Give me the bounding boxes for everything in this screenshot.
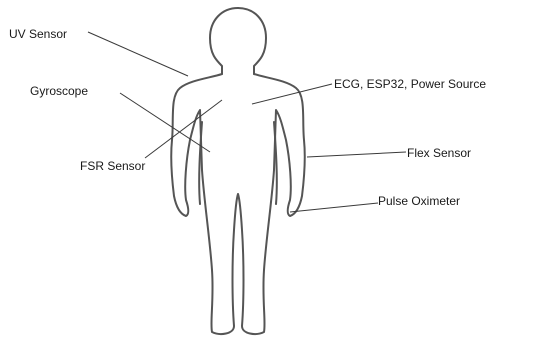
leader-line-pulse	[290, 203, 378, 212]
body-head-neck	[210, 8, 238, 74]
leader-line-uv	[88, 32, 188, 76]
label-fsr-sensor: FSR Sensor	[80, 159, 145, 173]
label-gyroscope: Gyroscope	[30, 84, 88, 98]
label-uv-sensor: UV Sensor	[9, 27, 67, 41]
leader-lines	[88, 32, 406, 212]
label-flex-sensor: Flex Sensor	[407, 146, 471, 160]
leader-line-flex	[307, 152, 406, 157]
body-head-neck-right	[238, 8, 266, 74]
leader-line-ecg	[252, 84, 332, 104]
label-ecg-esp32-power: ECG, ESP32, Power Source	[334, 77, 486, 91]
body-silhouette	[171, 74, 305, 334]
human-body-outline	[171, 8, 305, 334]
leader-line-fsr	[145, 100, 222, 158]
label-pulse-oximeter: Pulse Oximeter	[378, 194, 460, 208]
